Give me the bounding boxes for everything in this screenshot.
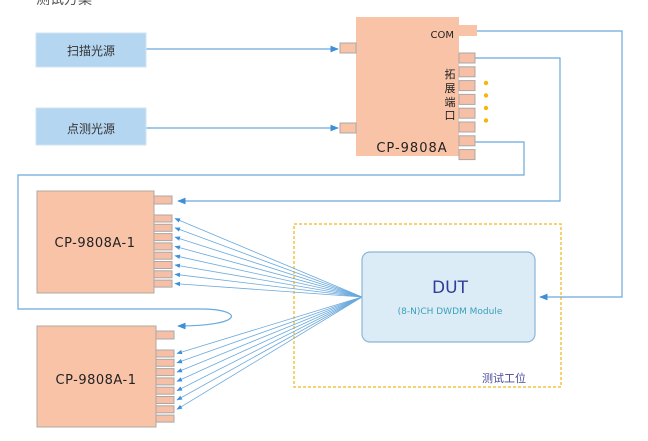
connection-lines (17, 30, 623, 330)
scan-source: 扫描光源 (35, 32, 147, 68)
sub-switch-output-port (153, 242, 173, 251)
main-switch-label: CP-9808A (376, 141, 447, 156)
sub-switch-2: CP-9808A-1 (36, 325, 157, 428)
com-label: COM (431, 30, 454, 41)
point-source-label: 点测光源 (67, 122, 115, 136)
expansion-char: 口 (445, 109, 456, 122)
sub-switch-output-port (155, 396, 175, 404)
line-exp8-route (17, 141, 525, 310)
expansion-char: 展 (445, 82, 456, 95)
sub-switch-1-label: CP-9808A-1 (55, 236, 136, 251)
sub-switch-output-port (153, 261, 173, 269)
fanout-line (176, 296, 363, 410)
fanout-line (174, 245, 363, 298)
sub-switch-output-port (153, 279, 173, 288)
fanout-line (176, 296, 363, 382)
expansion-char: 拓 (445, 67, 456, 81)
fanout-line (174, 218, 363, 298)
fanout-line (174, 263, 363, 298)
sub-switch-1: CP-9808A-1 (36, 190, 155, 294)
dot (483, 80, 489, 86)
sub-switch-output-port (153, 270, 173, 279)
fanout-line (174, 254, 363, 298)
expansion-ports (458, 52, 476, 161)
dot (483, 93, 489, 98)
scan-source-label: 扫描光源 (67, 44, 115, 58)
dut-module: DUT (8-N)CH DWDM Module (361, 251, 536, 343)
expansion-port (458, 149, 476, 161)
dot (483, 118, 489, 123)
fanout-line (176, 296, 363, 392)
fanout-line (174, 236, 363, 298)
fanout-lines (174, 218, 363, 410)
fanout-line (174, 272, 363, 298)
fanout-line (176, 296, 363, 401)
sub-switch-output-port (155, 368, 175, 377)
sub-switch-output-port (155, 349, 175, 358)
input-port-point (339, 122, 357, 134)
fanout-line (176, 296, 363, 364)
sub-switch-output-port (153, 223, 173, 232)
main-switch: COM 拓 展 端 口 CP-9808A (339, 17, 489, 161)
expansion-port (458, 66, 476, 78)
input-port-scan (339, 42, 357, 54)
sub-switch-output-port (153, 233, 173, 242)
sub-switch-input-port (155, 330, 175, 340)
expansion-char: 端 (445, 96, 456, 109)
dut-subtitle: (8-N)CH DWDM Module (398, 307, 503, 317)
sub-switch-ports (153, 195, 175, 423)
fanout-line (174, 227, 363, 298)
line-exp1-to-sub1 (177, 57, 561, 205)
sub-switch-output-port (155, 377, 175, 386)
dot (483, 105, 489, 111)
expansion-port (458, 93, 476, 105)
line-exp8-to-sub2 (177, 308, 232, 330)
com-port (459, 25, 477, 36)
sub-switch-output-port (153, 214, 173, 223)
title-fragment: 测试方案 (36, 0, 92, 8)
expansion-port (458, 121, 476, 133)
expansion-port (458, 135, 476, 147)
test-station-label: 测试工位 (482, 371, 526, 385)
sub-switch-output-port (155, 414, 175, 423)
sub-switch-input-port (153, 195, 173, 205)
line-com-to-dut (477, 30, 623, 301)
fanout-line (174, 281, 363, 298)
sub-switch-2-label: CP-9808A-1 (56, 373, 137, 388)
expansion-label: 拓 展 端 口 (445, 67, 456, 122)
expansion-port (458, 80, 476, 92)
dut-title: DUT (432, 278, 469, 298)
sub-switch-output-port (155, 405, 175, 414)
expansion-port (458, 107, 476, 119)
sub-switch-output-port (155, 358, 175, 367)
sub-switch-output-port (155, 386, 175, 395)
fanout-line (176, 296, 363, 355)
sub-switch-output-port (153, 251, 173, 260)
expansion-port (458, 52, 476, 64)
ellipsis-dots-icon (483, 80, 489, 123)
point-source: 点测光源 (35, 107, 147, 146)
fanout-line (176, 296, 363, 373)
